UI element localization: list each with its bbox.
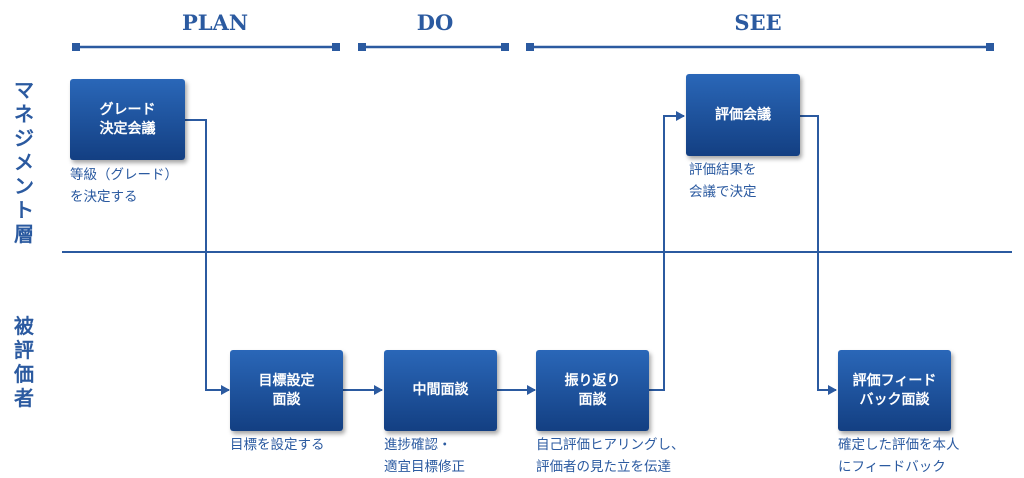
phase-label-plan: PLAN	[181, 10, 249, 35]
review-box: 振り返り 面談	[536, 350, 649, 431]
goal-setting-desc: 目標を設定する	[230, 437, 325, 453]
do-bracket	[358, 43, 509, 51]
plan-bracket	[72, 43, 340, 51]
grade-meeting-box: グレード 決定会議	[70, 79, 185, 160]
review-desc: 自己評価ヒアリングし、 評価者の見た立を伝達	[536, 437, 685, 475]
goal-setting-box: 目標設定 面談	[230, 350, 343, 431]
phase-label-do: DO	[416, 10, 454, 35]
eval-meeting-desc: 評価結果を 会議で決定	[689, 162, 757, 200]
feedback-desc: 確定した評価を本人 にフィードバック	[838, 437, 960, 475]
midterm-desc: 進捗確認・ 適宜目標修正	[384, 437, 465, 475]
arrow-review-to-eval	[649, 111, 685, 391]
arrow-eval-to-feedback	[800, 115, 837, 395]
feedback-box: 評価フィード バック面談	[838, 350, 951, 431]
grade-meeting-desc: 等級（グレード） を決定する	[70, 167, 178, 205]
eval-meeting-box: 評価会議	[686, 74, 800, 156]
midterm-box: 中間面談	[384, 350, 497, 431]
phase-label-see: SEE	[734, 10, 782, 35]
arrow-grade-to-goal	[185, 119, 230, 395]
lane-label-management: マネジメント層	[14, 78, 34, 246]
see-bracket	[526, 43, 994, 51]
lane-label-evaluatee: 被評価者	[14, 314, 34, 410]
